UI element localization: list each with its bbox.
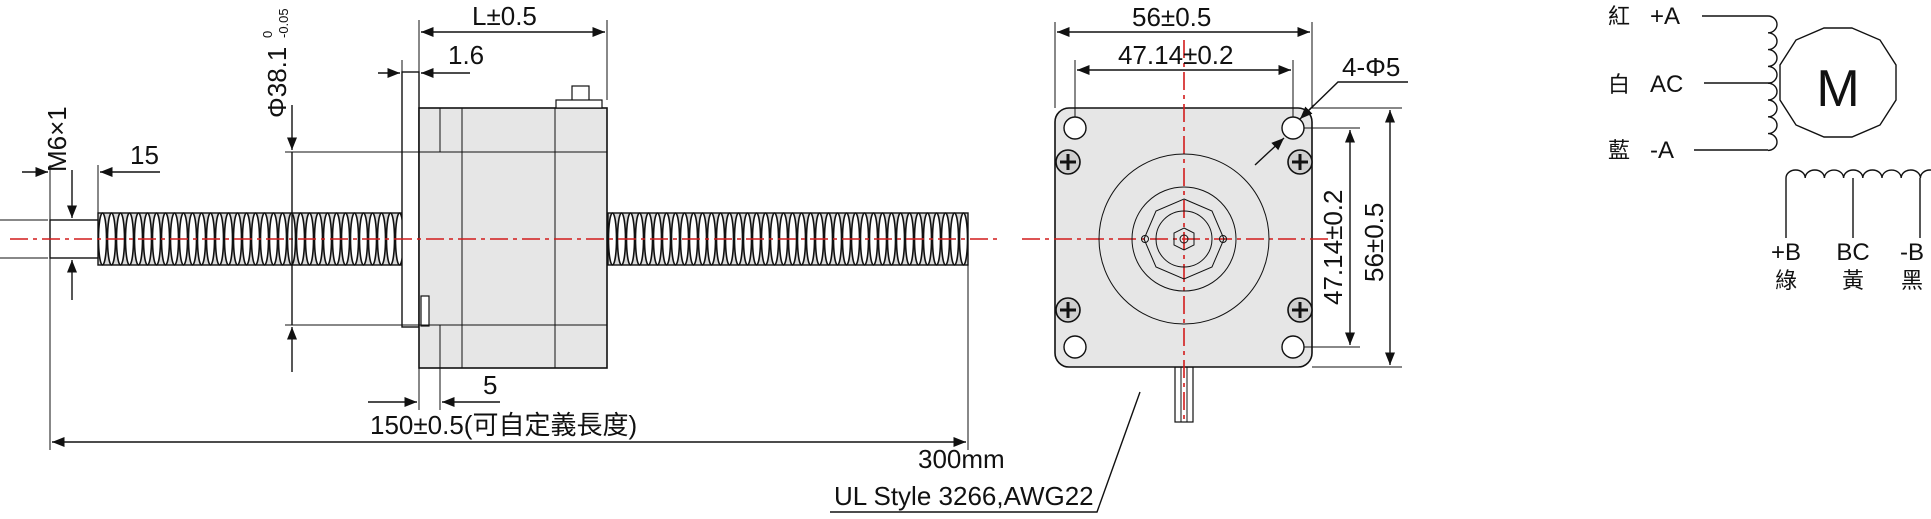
front-view: 56±0.5 47.14±0.2 4-Φ5 47.14±0.2 56±0.5 — [1022, 2, 1408, 423]
motor-body-side — [418, 107, 608, 369]
lead-yellow-color: 黃 — [1842, 269, 1864, 294]
dim-hole-spacing-vertical: 47.14±0.2 — [1318, 190, 1348, 305]
lead-blue-signal: -A — [1650, 137, 1674, 164]
dim-diameter-upper-tol: 0 — [260, 31, 275, 38]
lead-white-signal: AC — [1650, 71, 1683, 98]
dim-length: L±0.5 — [472, 1, 537, 31]
side-view: L±0.5 1.6 Φ38.1 0 -0.05 M6×1 15 — [0, 1, 1141, 513]
lead-red-color: 紅 — [1608, 5, 1630, 30]
dim-lead-length: 300mm — [918, 444, 1005, 474]
cable-exit-side — [420, 295, 430, 327]
dim-thread-length: 15 — [130, 140, 159, 170]
dim-five: 5 — [483, 370, 497, 400]
dim-thread: M6×1 — [42, 106, 72, 172]
dim-diameter-lower-tol: -0.05 — [276, 8, 291, 38]
mounting-holes — [1055, 116, 1313, 359]
lead-blue-color: 藍 — [1608, 139, 1630, 164]
motor-symbol-frame — [1779, 27, 1897, 138]
lead-black-color: 黑 — [1901, 269, 1923, 294]
lead-yellow-signal: BC — [1836, 239, 1869, 266]
dim-hole-spacing: 47.14±0.2 — [1118, 40, 1233, 70]
motor-symbol-label: M — [1816, 60, 1859, 118]
lead-green-color: 綠 — [1775, 269, 1797, 294]
dim-height: 56±0.5 — [1359, 203, 1389, 282]
dim-holes: 4-Φ5 — [1342, 52, 1400, 82]
dim-flange: 1.6 — [448, 40, 484, 70]
dim-stroke: 150±0.5(可自定義長度) — [370, 410, 637, 440]
lead-green-signal: +B — [1771, 239, 1801, 266]
cable-spec-label: UL Style 3266,AWG22 — [834, 481, 1094, 511]
lead-red-signal: +A — [1650, 3, 1680, 30]
wiring-diagram: 紅 +A 白 AC 藍 -A M +B 綠 BC 黃 -B 黑 — [1608, 3, 1931, 294]
dim-width: 56±0.5 — [1132, 2, 1211, 32]
motor-flange — [401, 71, 420, 328]
dim-diameter: Φ38.1 — [262, 47, 292, 118]
lead-black-signal: -B — [1900, 239, 1924, 266]
screw-threads-left — [97, 212, 405, 266]
lead-white-color: 白 — [1608, 73, 1630, 98]
